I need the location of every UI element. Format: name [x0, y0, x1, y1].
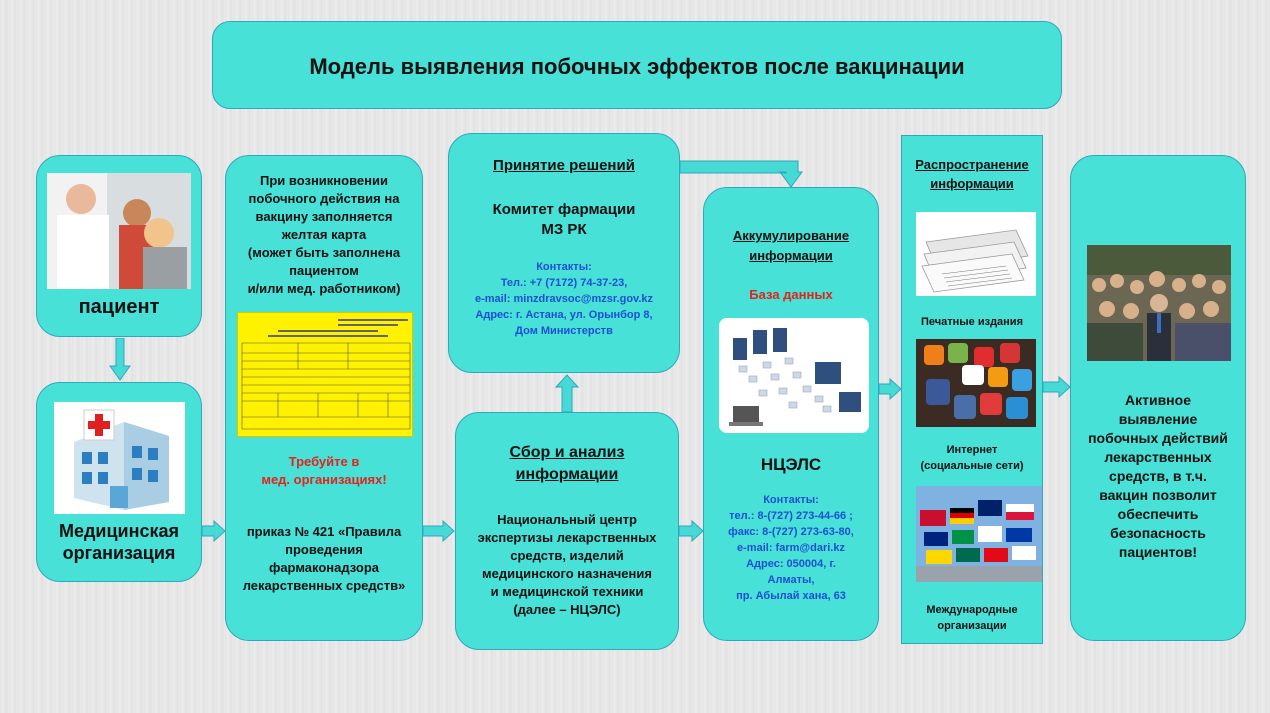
yc-line4: желтая карта	[281, 227, 367, 242]
yc-order-4: лекарственных средств»	[242, 578, 406, 593]
accumulation-heading-2: информации	[749, 248, 833, 263]
patient-label: пациент	[78, 296, 160, 318]
med-org-box: Медицинская организация	[36, 382, 202, 582]
result-line9: пациентов!	[1118, 544, 1198, 560]
hospital-icon	[54, 402, 185, 514]
social-networks-image	[916, 339, 1036, 427]
collection-line3: средств, изделий	[510, 548, 624, 563]
result-line1: Активное	[1125, 392, 1191, 408]
yc-demand-1: Требуйте в	[288, 454, 360, 469]
accumulation-box: Аккумулирование информации База данных Н…	[703, 187, 879, 641]
accumulation-address-1: Адрес: 050004, г.	[746, 558, 836, 570]
result-line5: средств, в т.ч.	[1109, 468, 1207, 484]
distribution-intl-2: организации	[937, 620, 1007, 632]
yc-line1: При возникновении	[260, 173, 388, 188]
collection-box: Сбор и анализ информации Национальный це…	[455, 412, 679, 650]
decisions-org-1: Комитет фармации	[492, 201, 636, 218]
decisions-address-2: Дом Министерств	[515, 325, 613, 337]
decisions-box: Принятие решений Комитет фармации МЗ РК …	[448, 133, 680, 373]
collection-line1: Национальный центр	[497, 512, 637, 527]
newspapers-image	[916, 212, 1036, 296]
yc-demand-2: мед. организациях!	[261, 472, 387, 487]
patient-photo	[47, 173, 191, 289]
accumulation-address-3: пр. Абылай хана, 63	[736, 590, 846, 602]
page-title: Модель выявления побочных эффектов после…	[309, 54, 965, 79]
result-line2: выявление	[1118, 411, 1198, 427]
med-org-label-1: Медицинская	[58, 521, 180, 541]
distribution-internet-2: (социальные сети)	[920, 460, 1024, 472]
title-box: Модель выявления побочных эффектов после…	[212, 21, 1062, 109]
result-line6: вакцин позволит	[1099, 487, 1217, 503]
result-line3: побочных действий	[1088, 430, 1228, 446]
decisions-contacts-label: Контакты:	[536, 261, 592, 273]
collection-line2: экспертизы лекарственных	[477, 530, 657, 545]
arrow-distribution-to-result	[1043, 376, 1071, 398]
yc-line2: побочного действия на	[248, 191, 400, 206]
decisions-email: e-mail: minzdravsoc@mzsr.gov.kz	[474, 293, 654, 305]
arrow-yellowcard-to-collection	[423, 520, 455, 542]
accumulation-contacts-label: Контакты:	[763, 494, 819, 506]
arrow-patient-to-medorg	[109, 338, 131, 381]
collection-line5: и медицинской техники	[490, 584, 644, 599]
distribution-internet-1: Интернет	[946, 444, 998, 456]
distribution-heading-2: информации	[930, 176, 1014, 191]
accumulation-phone: тел.: 8-(727) 273-44-66 ;	[729, 510, 853, 522]
accumulation-database: База данных	[749, 287, 833, 302]
accumulation-org: НЦЭЛС	[760, 455, 822, 474]
result-box: Активное выявление побочных действий лек…	[1070, 155, 1246, 641]
accumulation-address-2: Алматы,	[767, 574, 815, 586]
collection-line4: медицинского назначения	[482, 566, 652, 581]
arrow-medorg-to-yellowcard	[202, 520, 226, 542]
distribution-heading-1: Распространение	[915, 157, 1029, 172]
decisions-phone: Тел.: +7 (7172) 74-37-23,	[500, 277, 628, 289]
decisions-address-1: Адрес: г. Астана, ул. Орынбор 8,	[475, 309, 653, 321]
accumulation-email: e-mail: farm@dari.kz	[737, 542, 845, 554]
crowd-photo	[1087, 245, 1231, 361]
collection-line6: (далее – НЦЭЛС)	[513, 602, 621, 617]
result-line7: обеспечить	[1117, 506, 1199, 522]
flags-image	[916, 486, 1042, 582]
accumulation-fax: факс: 8-(727) 273-63-80,	[728, 526, 854, 538]
yc-order-2: проведения	[285, 542, 363, 557]
yc-line6: пациентом	[289, 263, 359, 278]
result-line4: лекарственных	[1104, 449, 1212, 465]
patient-box: пациент	[36, 155, 202, 337]
result-line8: безопасность	[1110, 525, 1206, 541]
yellow-card-box: При возникновении побочного действия на …	[225, 155, 423, 641]
database-network-icon	[719, 318, 869, 433]
decisions-org-2: МЗ РК	[541, 221, 587, 238]
distribution-intl-1: Международные	[926, 604, 1018, 616]
yc-order-3: фармаконадзора	[268, 560, 380, 575]
arrow-accumulation-to-distribution	[879, 378, 902, 400]
med-org-label-2: организация	[62, 543, 176, 563]
decisions-heading: Принятие решений	[493, 157, 635, 174]
collection-heading-2: информации	[515, 466, 619, 483]
yellow-card-form	[237, 312, 413, 437]
arrow-collection-to-accumulation	[679, 520, 704, 542]
arrow-collection-to-decisions	[555, 374, 579, 412]
arrow-decisions-to-accumulation	[680, 160, 803, 188]
yc-line7: и/или мед. работником)	[247, 281, 401, 296]
collection-heading-1: Сбор и анализ	[509, 444, 625, 461]
yc-line5: (может быть заполнена	[247, 245, 401, 260]
yc-order-1: приказ № 421 «Правила	[246, 524, 402, 539]
distribution-print: Печатные издания	[920, 316, 1023, 328]
distribution-box: Распространение информации Печатные изда…	[901, 135, 1043, 644]
accumulation-heading-1: Аккумулирование	[732, 228, 850, 243]
yc-line3: вакцину заполняется	[255, 209, 393, 224]
